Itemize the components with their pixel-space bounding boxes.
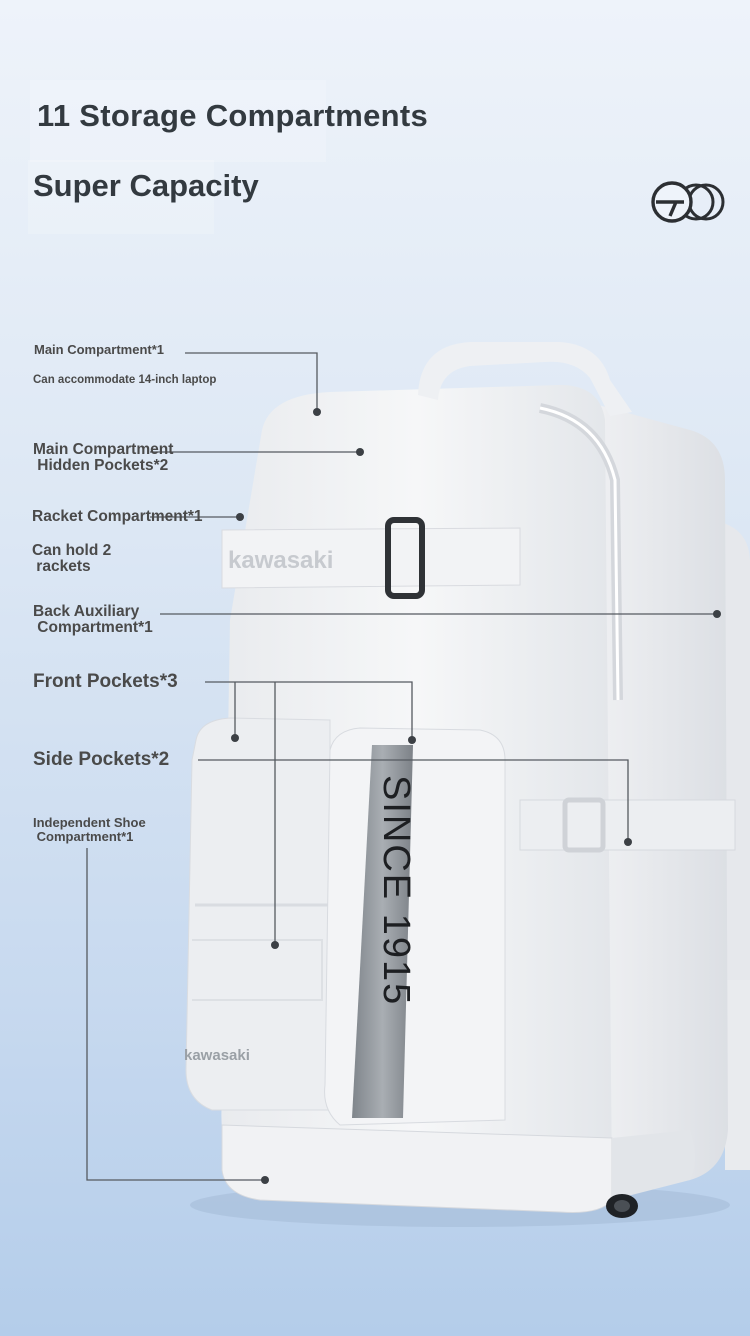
title-band-1 bbox=[30, 80, 326, 162]
page-subtitle: Super Capacity bbox=[33, 168, 259, 203]
strap-brand-text: kawasaki bbox=[228, 547, 333, 574]
callout-shoe-compartment: Independent Shoe Compartment*1 bbox=[33, 815, 146, 844]
tape-text: SINCE 1915 bbox=[375, 775, 417, 1006]
title-band-2 bbox=[28, 160, 214, 234]
callout-racket-note: Can hold 2 rackets bbox=[32, 542, 112, 576]
callout-main-note: Can accommodate 14-inch laptop bbox=[33, 374, 217, 386]
callout-front-pockets: Front Pockets*3 bbox=[33, 671, 178, 692]
brand-logo-icon bbox=[651, 181, 725, 223]
pocket-brand-text: kawasaki bbox=[184, 1047, 250, 1064]
callout-side-pockets: Side Pockets*2 bbox=[33, 749, 170, 770]
callout-hidden-pockets: Main Compartment Hidden Pockets*2 bbox=[33, 441, 174, 475]
page-title: 11 Storage Compartments bbox=[37, 98, 429, 133]
callout-back-auxiliary: Back Auxiliary Compartment*1 bbox=[33, 603, 153, 637]
callout-main-compartment: Main Compartment*1 bbox=[34, 342, 165, 357]
callout-racket-compartment: Racket Compartment*1 bbox=[32, 508, 203, 525]
